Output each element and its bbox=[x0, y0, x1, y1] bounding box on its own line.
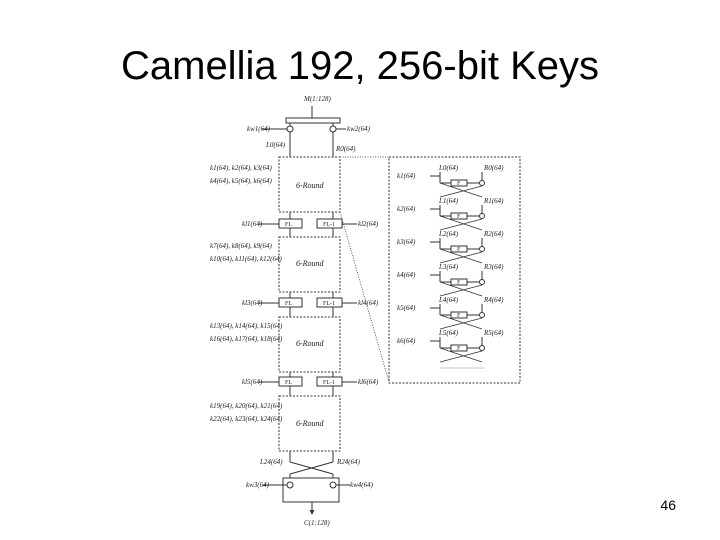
f-function-label: F bbox=[457, 214, 461, 220]
round-keys-line: k4(64), k5(64), k6(64) bbox=[210, 177, 272, 185]
detail-swap-line bbox=[439, 182, 483, 198]
detail-key-label: k6(64) bbox=[397, 337, 416, 345]
detail-swap-line bbox=[439, 248, 483, 264]
detail-key-label: k1(64) bbox=[397, 172, 416, 180]
detail-left-label: L1(64) bbox=[438, 197, 459, 205]
xor-icon bbox=[479, 180, 485, 186]
detail-right-label: R4(64) bbox=[483, 296, 504, 304]
r24-label: R24(64) bbox=[336, 458, 361, 466]
r0-label: R0(64) bbox=[335, 145, 356, 153]
detail-swap-line bbox=[439, 185, 483, 198]
detail-key-label: k5(64) bbox=[397, 304, 416, 312]
round-keys-line: k16(64), k17(64), k18(64) bbox=[210, 335, 283, 343]
fl-right-key: kl2(64) bbox=[358, 220, 379, 228]
fl-inv-label: FL-1 bbox=[323, 380, 335, 386]
plaintext-label: M(1:128) bbox=[303, 95, 331, 103]
xor-kw4-icon bbox=[329, 481, 337, 489]
detail-right-label: R0(64) bbox=[483, 164, 504, 172]
fl-layer-1: FL FL-1 kl1(64) kl2(64) bbox=[242, 218, 379, 229]
detail-left-label: L4(64) bbox=[438, 296, 459, 304]
detail-right-label: R5(64) bbox=[483, 329, 504, 337]
detail-key-label: k3(64) bbox=[397, 238, 416, 246]
f-function-label: F bbox=[457, 280, 461, 286]
detail-left-label: L5(64) bbox=[438, 329, 459, 337]
detail-left-label: L3(64) bbox=[438, 263, 459, 271]
round-block-3: 6-Round k13(64), k14(64), k15(64) k16(64… bbox=[210, 316, 341, 373]
fl-inv-label: FL-1 bbox=[323, 222, 335, 228]
zoom-line-bottom bbox=[339, 211, 390, 383]
round-keys-line: k19(64), k20(64), k21(64) bbox=[210, 402, 283, 410]
detail-left-label: L2(64) bbox=[438, 230, 459, 238]
detail-key-label: k4(64) bbox=[397, 271, 416, 279]
fl-inv-label: FL-1 bbox=[323, 301, 335, 307]
round-block-4: 6-Round k19(64), k20(64), k21(64) k22(64… bbox=[210, 395, 341, 452]
kw4-label: kw4(64) bbox=[350, 481, 374, 489]
kw1-label: kw1(64) bbox=[247, 125, 271, 133]
fl-left-key: kl5(64) bbox=[242, 378, 263, 386]
detail-right-label: R2(64) bbox=[483, 230, 504, 238]
fl-right-key: kl4(64) bbox=[358, 299, 379, 307]
fl-layer-2: FL FL-1 kl3(64) kl4(64) bbox=[242, 297, 379, 308]
detail-right-label: R3(64) bbox=[483, 263, 504, 271]
round-keys-line: k7(64), k8(64), k9(64) bbox=[210, 242, 272, 250]
fl-left-key: kl1(64) bbox=[242, 220, 263, 228]
round-keys-line: k1(64), k2(64), k3(64) bbox=[210, 164, 272, 172]
xor-icon bbox=[479, 279, 485, 285]
l24-label: L24(64) bbox=[259, 458, 283, 466]
fl-label: FL bbox=[285, 222, 292, 228]
l0-label: L0(64) bbox=[265, 141, 286, 149]
detail-right-label: R1(64) bbox=[483, 197, 504, 205]
kw3-label: kw3(64) bbox=[246, 481, 270, 489]
detail-left-label: L0(64) bbox=[438, 164, 459, 172]
output-block bbox=[282, 477, 340, 503]
fl-right-key: kl6(64) bbox=[358, 378, 379, 386]
fl-layer-3: FL FL-1 kl5(64) kl6(64) bbox=[242, 376, 379, 387]
page-number: 46 bbox=[660, 497, 676, 513]
xor-icon bbox=[479, 345, 485, 351]
f-function-label: F bbox=[457, 181, 461, 187]
round-keys-line: k22(64), k23(64), k24(64) bbox=[210, 415, 283, 423]
fl-left-key: kl3(64) bbox=[242, 299, 263, 307]
xor-kw1-icon bbox=[286, 125, 294, 133]
detail-swap-line bbox=[439, 281, 483, 297]
block-connectors bbox=[289, 212, 334, 396]
fl-label: FL bbox=[285, 380, 292, 386]
round-keys-line: k13(64), k14(64), k15(64) bbox=[210, 322, 283, 330]
slide-title: Camellia 192, 256-bit Keys bbox=[120, 44, 600, 88]
detail-swap-line bbox=[439, 317, 483, 330]
xor-icon bbox=[479, 312, 485, 318]
f-function-label: F bbox=[457, 313, 461, 319]
input-block bbox=[285, 117, 341, 124]
xor-icon bbox=[479, 246, 485, 252]
round-block-1: 6-Round k1(64), k2(64), k3(64) k4(64), k… bbox=[210, 156, 341, 213]
xor-kw3-icon bbox=[286, 481, 294, 489]
final-swap bbox=[289, 451, 334, 478]
detail-swap-line bbox=[439, 347, 483, 363]
round-detail-rows: L0(64) R0(64) k1(64) F L1(64) R1(64) k2(64) F L2… bbox=[397, 164, 504, 363]
kw2-label: kw2(64) bbox=[347, 125, 371, 133]
round-keys-line: k10(64), k11(64), k12(64) bbox=[210, 255, 282, 263]
f-function-label: F bbox=[457, 247, 461, 253]
xor-icon bbox=[479, 213, 485, 219]
f-function-label: F bbox=[457, 346, 461, 352]
round-block-label: 6-Round bbox=[296, 339, 325, 348]
detail-swap-line bbox=[439, 314, 483, 330]
detail-swap-line bbox=[439, 218, 483, 231]
detail-swap-line bbox=[439, 284, 483, 297]
detail-swap-line bbox=[439, 350, 483, 363]
round-block-label: 6-Round bbox=[296, 181, 325, 190]
detail-swap-line bbox=[439, 251, 483, 264]
xor-kw2-icon bbox=[329, 125, 337, 133]
round-block-2: 6-Round k7(64), k8(64), k9(64) k10(64), … bbox=[210, 236, 341, 293]
ciphertext-label: C(1:128) bbox=[304, 519, 330, 527]
round-block-label: 6-Round bbox=[296, 419, 325, 428]
detail-key-label: k2(64) bbox=[397, 205, 416, 213]
fl-label: FL bbox=[285, 301, 292, 307]
round-block-label: 6-Round bbox=[296, 259, 325, 268]
detail-swap-line bbox=[439, 215, 483, 231]
